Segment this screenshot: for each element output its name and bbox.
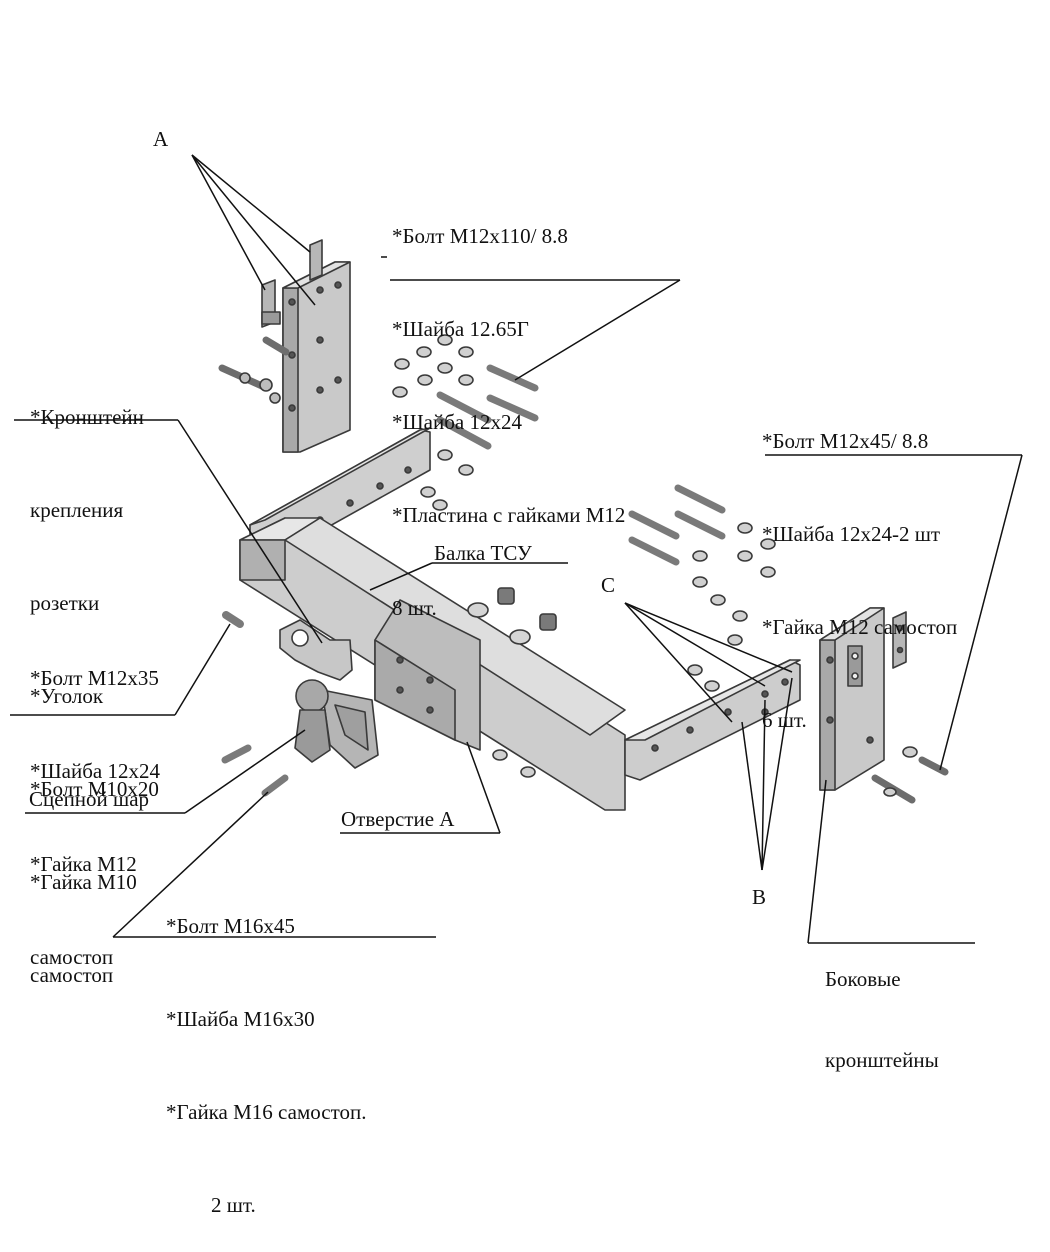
beam-label: Балка ТСУ [434,541,532,565]
tow-ball-mount [294,679,379,769]
line: розетки [30,591,100,615]
fasteners-right-text: *Болт М12х45/ 8.8 *Шайба 12х24-2 шт *Гай… [762,364,957,767]
line: *Шайба 12х24 [392,410,522,434]
line: *Гайка М12 [30,852,137,876]
right-clamp-plate [892,611,907,669]
side-brackets-text: Боковые кронштейны [825,912,939,1101]
upper-long-bolts [436,364,539,450]
line: Боковые [825,967,901,991]
line: самостоп [30,945,114,969]
line: 6 шт. [762,708,807,732]
drawing [10,154,1023,944]
line: *Шайба М16х30 [166,1007,315,1031]
left-clamp-plate-1 [261,279,281,328]
hole-a-label: Отверстие А [341,807,455,831]
right-side-plate [819,607,885,791]
left-bolts [218,336,290,404]
right-washers [687,522,776,692]
line: *Болт М12х110/ 8.8 [392,224,568,248]
small-bolt-m12x35 [222,611,244,628]
upper-washers [392,334,474,511]
center-nuts [467,587,557,778]
leader-lines [10,154,1023,944]
line: кронштейны [825,1048,939,1072]
ball-label: Сцепной шар [29,787,150,811]
line: *Шайба 12.65Г [392,317,529,341]
line: крепления [30,498,124,522]
line: *Болт М12х45/ 8.8 [762,429,929,453]
line: *Шайба 12х24-2 шт [762,522,941,546]
line: самостоп [30,963,114,987]
line: *Пластина с гайками М12 [392,503,626,527]
center-block [374,599,481,751]
fasteners-bottom-text: *Болт М16х45 *Шайба М16х30 *Гайка М16 са… [166,849,366,1252]
label-a: A [153,127,169,151]
line: *Болт М12х35 [30,666,159,690]
line: *Болт М16х45 [166,914,295,938]
towbar-assembly-diagram [10,154,1023,944]
line: *Уголок [30,684,104,708]
fasteners-left-text: *Болт М12х35 *Шайба 12х24 *Гайка М12 сам… [30,601,160,1004]
left-side-plate [282,261,351,453]
label-b: B [752,885,767,909]
line: 2 шт. [211,1193,256,1217]
line: *Гайка М16 самостоп. [166,1100,367,1124]
line: *Кронштейн [30,405,144,429]
line: *Гайка М12 самостоп [762,615,958,639]
line: 8 шт. [392,596,437,620]
label-c: C [601,573,616,597]
line: *Болт М10х20 [30,777,159,801]
right-bottom-bolts [871,746,949,804]
socket-bracket [279,619,353,681]
bracket-socket-text: *Кронштейн крепления розетки *Уголок *Бо… [30,340,159,1022]
right-bolts [628,484,726,566]
fasteners-top-text: *Болт М12х110/ 8.8 *Шайба 12.65Г *Шайба … [392,159,625,655]
line: *Шайба 12х24 [30,759,160,783]
left-clamp-plate-2 [309,239,323,281]
line: *Гайка М10 [30,870,137,894]
ball-bolts [221,744,289,797]
